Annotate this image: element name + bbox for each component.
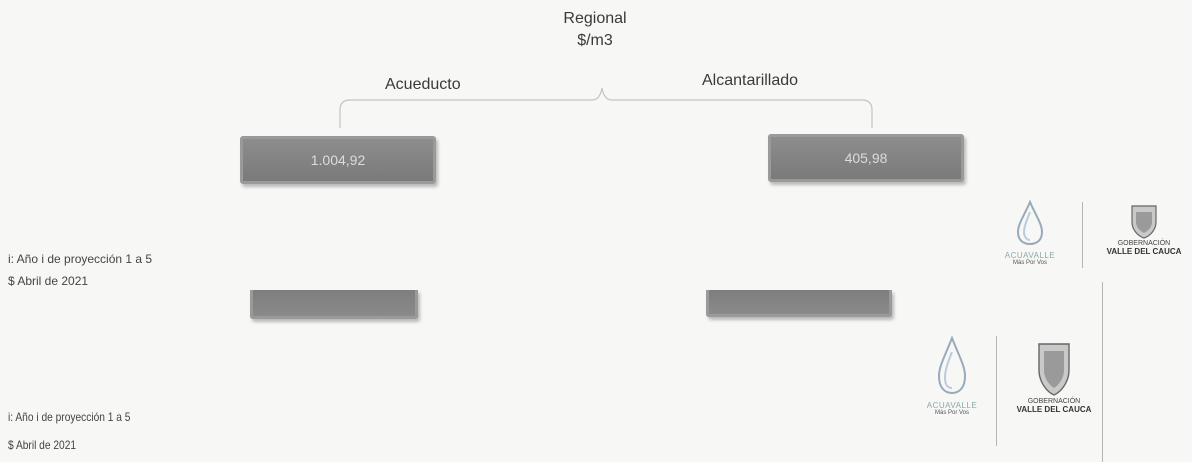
gov-line-1-2: GOBERNACIÓN [1027, 398, 1081, 405]
value-acueducto: 1.004,92 [310, 152, 366, 168]
note-price-date-2: $ Abril de 2021 [8, 438, 77, 452]
title-line-1: Regional [563, 10, 627, 27]
acuavalle-name: ACUAVALLE [1004, 251, 1056, 260]
gobernacion-logo-2: GOBERNACIÓN VALLE DEL CAUCA [1008, 340, 1100, 414]
logo-divider-2 [996, 336, 997, 446]
acuavalle-logo: ACUAVALLE Más Por Vos [990, 199, 1070, 266]
gobernacion-logo: GOBERNACIÓN VALLE DEL CAUCA [1096, 202, 1192, 256]
acuavalle-name-2: ACUAVALLE [926, 401, 978, 410]
branch-label-acueducto: Acueducto [385, 76, 461, 93]
value-box-alcantarillado: 405,98 [768, 134, 964, 182]
note-price-date: $ Abril de 2021 [8, 274, 89, 288]
diagram-title: Regional $/m3 [540, 8, 650, 52]
branch-label-alcantarillado: Alcantarillado [702, 72, 799, 89]
water-drop-icon [1016, 199, 1044, 246]
note-projection-year-2: i: Año i de proyección 1 a 5 [8, 410, 131, 424]
value-box-acueducto-partial [250, 290, 418, 319]
page-edge-line [1102, 282, 1103, 462]
title-line-2: $/m3 [577, 32, 613, 49]
acuavalle-tagline: Más Por Vos [1012, 260, 1047, 266]
note-projection-year: i: Año i de proyección 1 a 5 [8, 252, 153, 266]
value-box-alcantarillado-partial [706, 290, 892, 317]
value-alcantarillado: 405,98 [844, 150, 888, 166]
value-box-acueducto: 1.004,92 [240, 136, 436, 184]
gov-line-2: VALLE DEL CAUCA [1106, 247, 1182, 256]
gov-line-2-2: VALLE DEL CAUCA [1016, 405, 1092, 414]
water-drop-icon [937, 335, 967, 395]
coat-of-arms-icon [1131, 205, 1157, 239]
acuavalle-logo-2: ACUAVALLE Más Por Vos [912, 335, 992, 416]
acuavalle-tagline-2: Más Por Vos [934, 410, 969, 416]
coat-of-arms-icon [1038, 343, 1070, 396]
logo-divider [1082, 202, 1083, 268]
gov-line-1: GOBERNACIÓN [1117, 240, 1171, 247]
